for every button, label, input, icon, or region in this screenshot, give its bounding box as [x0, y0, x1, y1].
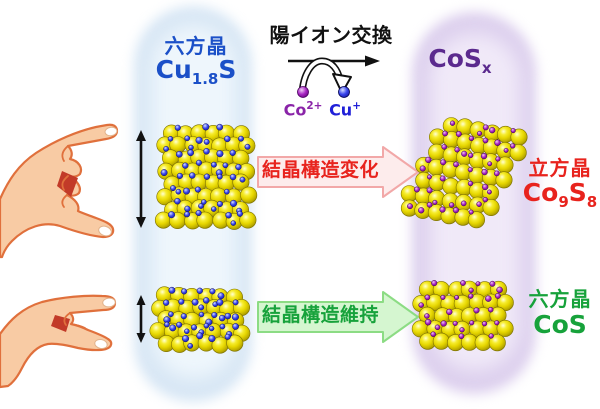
cosx-formula: CoSx: [410, 44, 510, 77]
formula-main: CoS: [428, 44, 482, 73]
formula-main: Cu: [155, 55, 192, 84]
ion-symbol: Co: [283, 100, 307, 120]
hand-wide-gap-illustration: [0, 123, 119, 259]
nanocrystal-layer: [149, 117, 528, 354]
formula-tail: S: [218, 55, 237, 84]
nanocrystal-cos-thin: [411, 280, 514, 352]
structure-kept-arrow: [257, 291, 419, 343]
formula-sub2: 8: [586, 193, 598, 211]
hand-narrow-gap-illustration: [0, 294, 117, 389]
ion-symbol: Cu: [329, 100, 353, 120]
cos-formula: CoS: [533, 310, 587, 339]
formula-main: Co: [522, 178, 559, 207]
formula-main2: S: [568, 178, 587, 207]
cobalt-ion-label: Co2+: [273, 101, 333, 119]
structure-change-arrow: [257, 146, 419, 198]
exchange-title: 陽イオン交換: [269, 23, 393, 47]
cu-phase-label: 六方晶: [164, 34, 228, 58]
structure-kept-label: 結晶構造維持: [261, 304, 379, 326]
nanocrystal-cu18s-thick: [154, 123, 258, 230]
formula-sub: x: [481, 59, 492, 77]
nanocrystal-cu18s-thin: [149, 286, 251, 354]
copper-ion-dot: [338, 86, 350, 98]
size-arrow-large-icon: [136, 130, 146, 228]
cos-phase-label: 六方晶: [528, 287, 592, 311]
cu-formula: Cu1.8S: [136, 55, 256, 88]
curved-swap-arrow-icon: [298, 57, 352, 95]
cobalt-ion-dot: [297, 86, 309, 98]
fingernail: [102, 297, 116, 308]
nanocrystal-co9s8-slanted: [400, 117, 528, 229]
co9s8-phase-label: 立方晶: [528, 156, 592, 180]
copper-ion-label: Cu+: [315, 101, 375, 119]
finger-crook-shadow: [57, 171, 78, 197]
ion-charge: +: [352, 100, 361, 112]
cation-exchange-graphic: [288, 55, 380, 98]
co9s8-formula: Co9S8: [520, 178, 600, 211]
thumbnail: [94, 339, 108, 349]
formula-sub: 9: [558, 193, 569, 211]
fingernail: [104, 126, 118, 137]
formula-sub: 1.8: [191, 70, 219, 88]
size-arrow-small-icon: [136, 295, 146, 343]
ion-charge: 2+: [306, 100, 323, 112]
structure-change-label: 結晶構造変化: [261, 159, 379, 181]
thumbnail: [98, 225, 112, 237]
